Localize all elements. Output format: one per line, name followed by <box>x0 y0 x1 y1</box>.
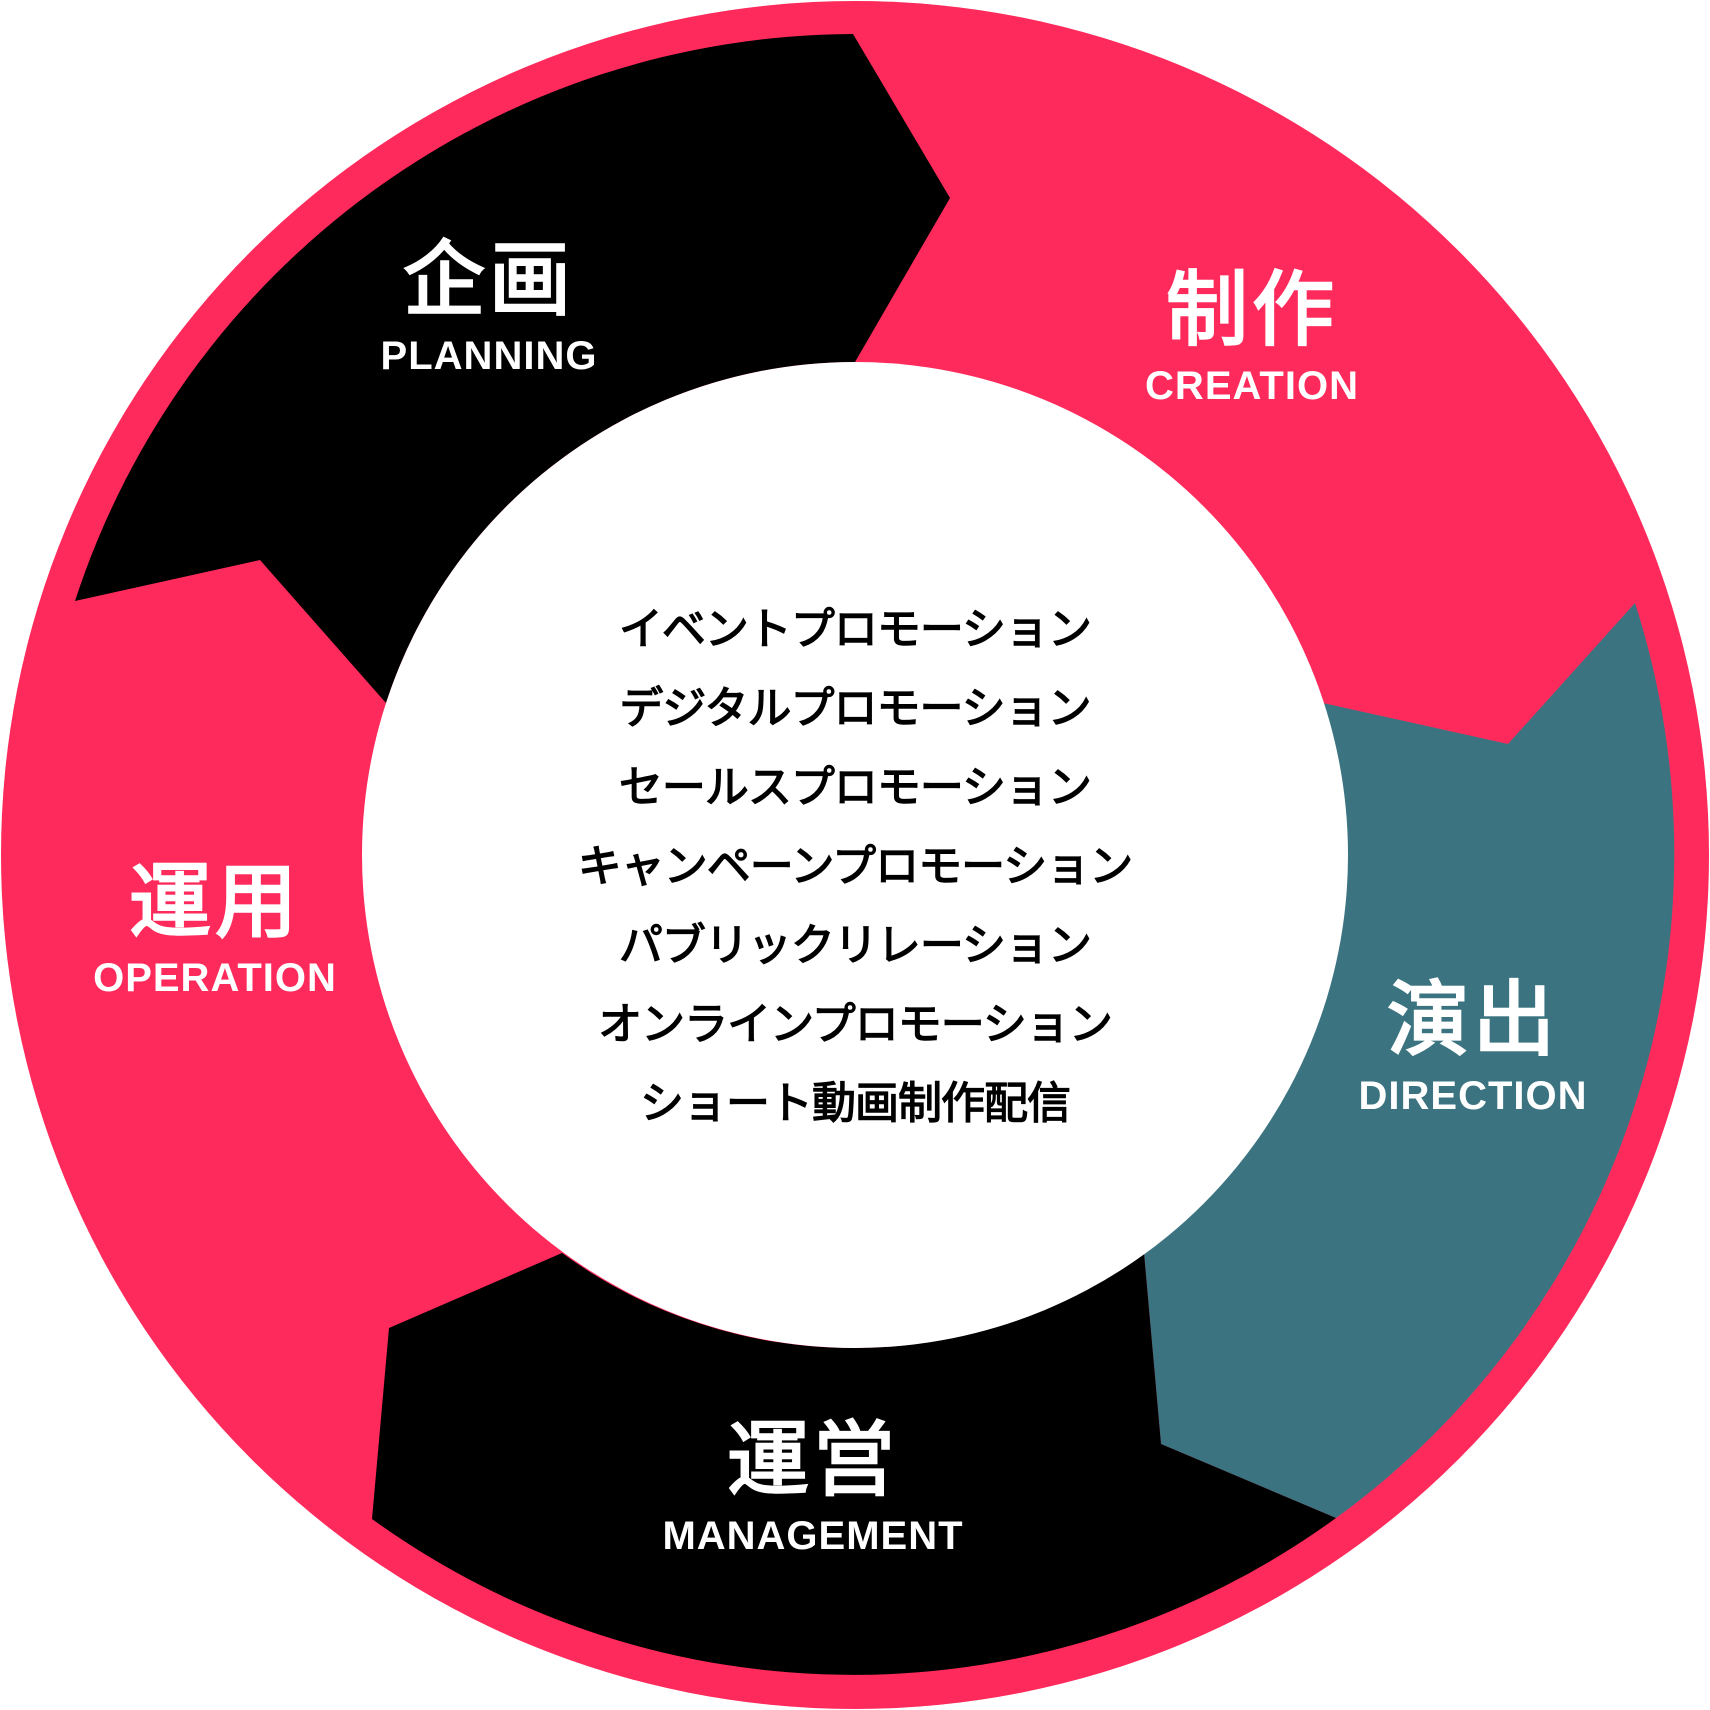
service-item: ショート動画制作配信 <box>639 1078 1071 1129</box>
service-item: パブリックリレーション <box>618 920 1092 971</box>
creation-en: CREATION <box>1145 364 1359 408</box>
label-planning: 企画 PLANNING <box>380 233 598 379</box>
management-en: MANAGEMENT <box>662 1514 964 1558</box>
label-management: 運営 MANAGEMENT <box>662 1413 964 1559</box>
service-item: イベントプロモーション <box>618 604 1092 655</box>
planning-en: PLANNING <box>380 334 598 378</box>
segment-planning <box>75 34 950 703</box>
label-creation: 制作 CREATION <box>1145 263 1359 409</box>
operation-en: OPERATION <box>93 956 337 1000</box>
management-jp: 運営 <box>726 1413 899 1508</box>
center-circle <box>362 362 1348 1348</box>
service-item: セールスプロモーション <box>618 762 1092 813</box>
label-operation: 運用 OPERATION <box>93 855 337 1001</box>
services-list: イベントプロモーション デジタルプロモーション セールスプロモーション キャンペ… <box>577 590 1134 1143</box>
service-item: オンラインプロモーション <box>598 999 1113 1050</box>
direction-en: DIRECTION <box>1358 1074 1588 1118</box>
planning-jp: 企画 <box>402 233 576 328</box>
operation-jp: 運用 <box>128 855 302 950</box>
service-item: キャンペーンプロモーション <box>577 841 1134 892</box>
label-direction: 演出 DIRECTION <box>1358 973 1588 1119</box>
segment-direction <box>1144 603 1675 1518</box>
direction-jp: 演出 <box>1386 973 1559 1068</box>
creation-jp: 制作 <box>1165 263 1339 358</box>
service-item: デジタルプロモーション <box>619 683 1091 734</box>
segment-management <box>372 1253 1336 1675</box>
